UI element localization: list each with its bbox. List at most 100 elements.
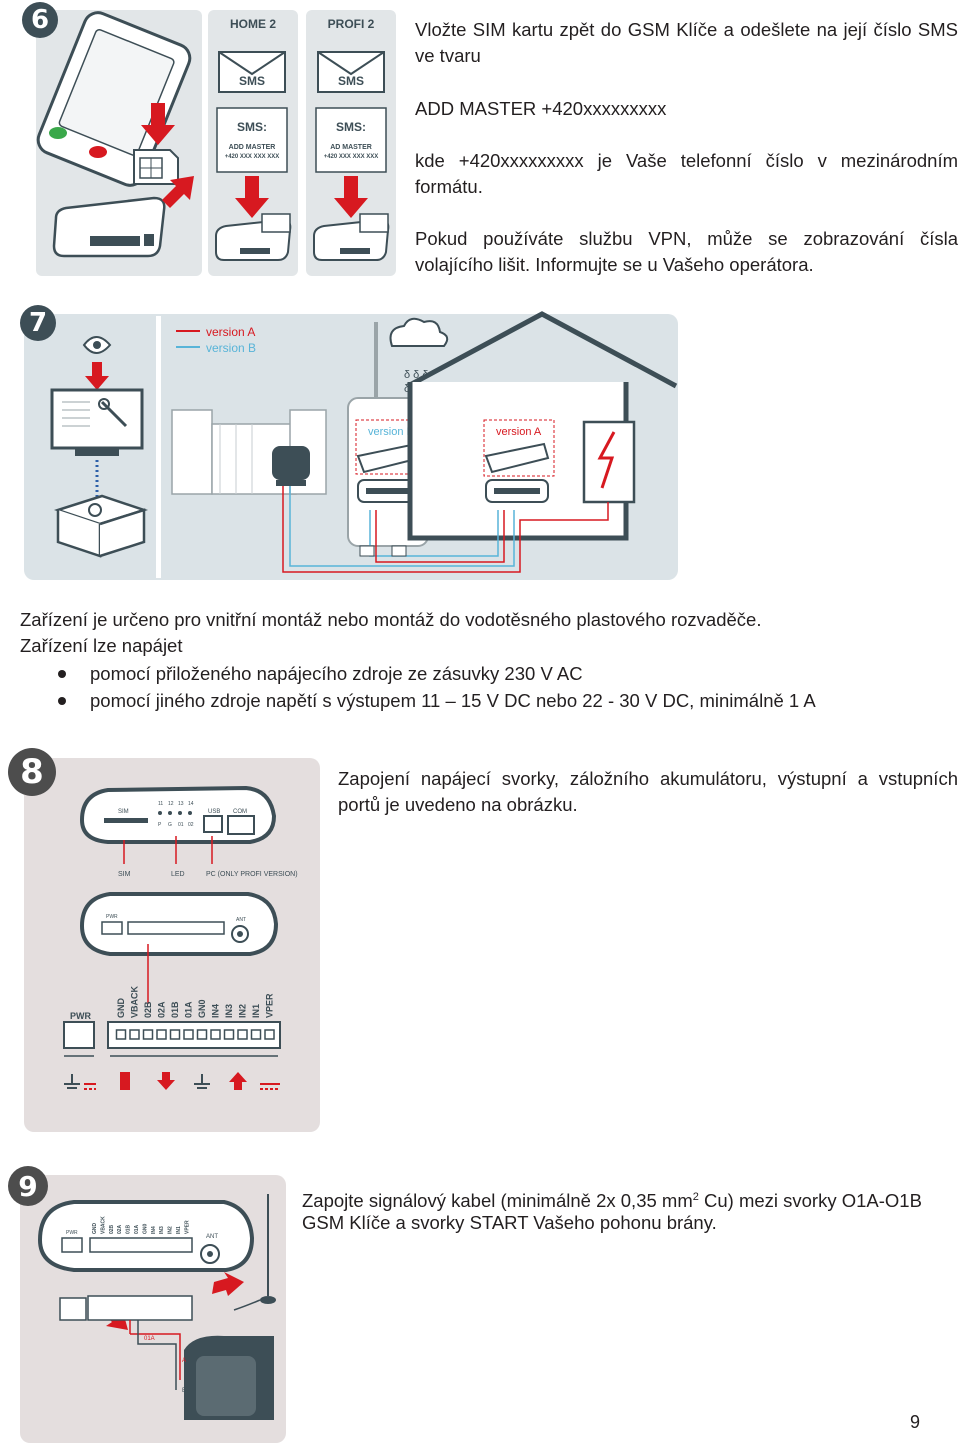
ground-icon [64,1074,80,1089]
terminal-screw [223,1029,235,1040]
terminal-label-01b: 01B [126,1224,132,1234]
svg-text:PWR: PWR [66,1230,78,1236]
svg-text:13: 13 [178,801,184,807]
terminal-label-in4: IN4 [211,1004,221,1018]
terminal-label-gnd: GND [92,1223,98,1235]
terminal-screw [142,1029,154,1040]
ground-icon [194,1074,210,1089]
step7-paragraph1: Zařízení je určeno pro vnitřní montáž ne… [20,609,762,630]
terminal-label-02a: 02A [117,1224,123,1234]
terminal-screw [129,1029,140,1040]
terminal-label-01a: 01A [134,1224,140,1234]
terminal-screw [237,1029,248,1040]
usb-port-icon [203,815,223,833]
label-sim-bottom: SIM [118,871,131,878]
step9-text-before: Zapojte signálový kabel (minimálně 2x 0,… [302,1190,693,1212]
list-item: pomocí přiloženého napájecího zdroje ze … [20,660,950,687]
terminal-screw [156,1029,167,1040]
gate-motor-icon [272,446,310,486]
arrow-diagonal-icon [162,176,194,208]
lightning-icon [597,431,616,489]
terminal-label-gnd: GND [116,998,126,1019]
gsm-device-icon [52,196,166,258]
home-envelope-label: SMS [239,74,265,88]
com-port-icon [227,815,255,835]
step6-drawing: HOME 2 SMS SMS: ADD MASTER +420 XXX XXX … [36,11,390,261]
antenna-connector-icon [200,1244,220,1264]
arrow-down-icon [235,176,269,218]
device-bottom-view [37,1200,255,1272]
terminal-screw [169,1029,181,1040]
terminal-label-gn0: GN0 [142,1224,148,1235]
sim-card-icon [133,149,179,185]
step6-command: ADD MASTER +420xxxxxxxxx [415,98,667,119]
step7-badge: 7 [20,305,56,341]
step6-paragraph3: Pokud používáte službu VPN, může se zobr… [415,228,958,275]
label-pc: PC (ONLY PROFI VERSION) [206,871,298,878]
svg-text:11: 11 [158,801,163,807]
device-bottom-view [79,892,279,956]
label-led: LED [171,871,185,878]
step8-badge: 8 [8,748,56,796]
terminal-label-vback: VBACK [130,985,140,1018]
step9-paragraph: Zapojte signálový kabel (minimálně 2x 0,… [302,1184,960,1214]
step9-badge: 9 [8,1166,48,1206]
envelope-icon [317,51,385,93]
step6-badge: 6 [22,2,58,38]
eye-icon [82,336,112,354]
dc-icon [260,1083,280,1090]
step6-paragraph2: kde +420xxxxxxxxx je Vaše telefonní čísl… [415,150,958,197]
terminal-label-vback: VBACK [100,1216,106,1234]
home-sms-number: +420 XXX XXX XXX [225,154,280,160]
svg-text:ANT: ANT [236,917,246,923]
list-item: pomocí jiného zdroje napětí s výstupem 1… [20,687,950,714]
page-number: 9 [910,1412,921,1432]
terminal-block [89,1237,193,1253]
arrow-down-icon [85,362,109,390]
profi-envelope-label: SMS [338,74,364,88]
monitor-icon [50,388,144,456]
arrow-diagonal-icon [212,1272,244,1296]
phone-icon [36,11,192,187]
device-top-view [79,785,277,844]
terminal-label-01b: 01B [170,1001,180,1018]
dc-icon [84,1083,96,1090]
step7-paragraph2: Zařízení lze napájet [20,635,183,656]
arrow-down-icon [157,1072,175,1090]
terminal-screw [183,1029,194,1040]
svg-text:B: B [182,1388,186,1394]
enclosure-label: version B [368,426,414,438]
terminal-label-vper: VPER [265,993,275,1018]
house-device-label: version A [496,426,542,438]
terminal-screw [210,1029,221,1040]
antenna-connector-icon [231,925,249,943]
profi-sms-cmd: AD MASTER [330,144,372,151]
envelope-icon [218,51,286,93]
terminal-label-gn0: GN0 [197,999,207,1018]
step8-paragraph: Zapojení napájecí svorky, záložního akum… [338,768,958,815]
step7-drawing: version A version B [50,311,678,578]
profi-card-title: PROFI 2 [328,17,375,31]
terminal-screw [264,1029,275,1040]
home-sms-label: SMS: [237,120,267,134]
label-sim: SIM [118,809,129,815]
terminal-block [127,921,225,935]
terminal-label-01a: 01A [184,1001,194,1018]
step8-drawing: SIM 11 12 13 14 P G 01 02 USB COM SIM LE… [63,785,298,1090]
svg-text:01: 01 [178,822,184,828]
step9-text-after: Cu) mezi svorky O1A-O1B [698,1190,922,1212]
step7-bullet-list: pomocí přiloženého napájecího zdroje ze … [20,660,950,714]
step9-line2: GSM Klíče a svorky START Vašeho pohonu b… [302,1212,717,1233]
terminal-label-in3: IN3 [159,1226,165,1234]
terminal-screw [115,1029,127,1040]
home-sms-cmd: ADD MASTER [229,144,276,151]
battery-icon [120,1072,130,1090]
home-card-title: HOME 2 [230,17,276,31]
cloud-icon [389,317,449,347]
svg-text:ANT: ANT [206,1234,218,1240]
terminal-screw [250,1029,262,1040]
svg-text:P: P [158,822,162,828]
terminal-block-large [107,1021,281,1049]
